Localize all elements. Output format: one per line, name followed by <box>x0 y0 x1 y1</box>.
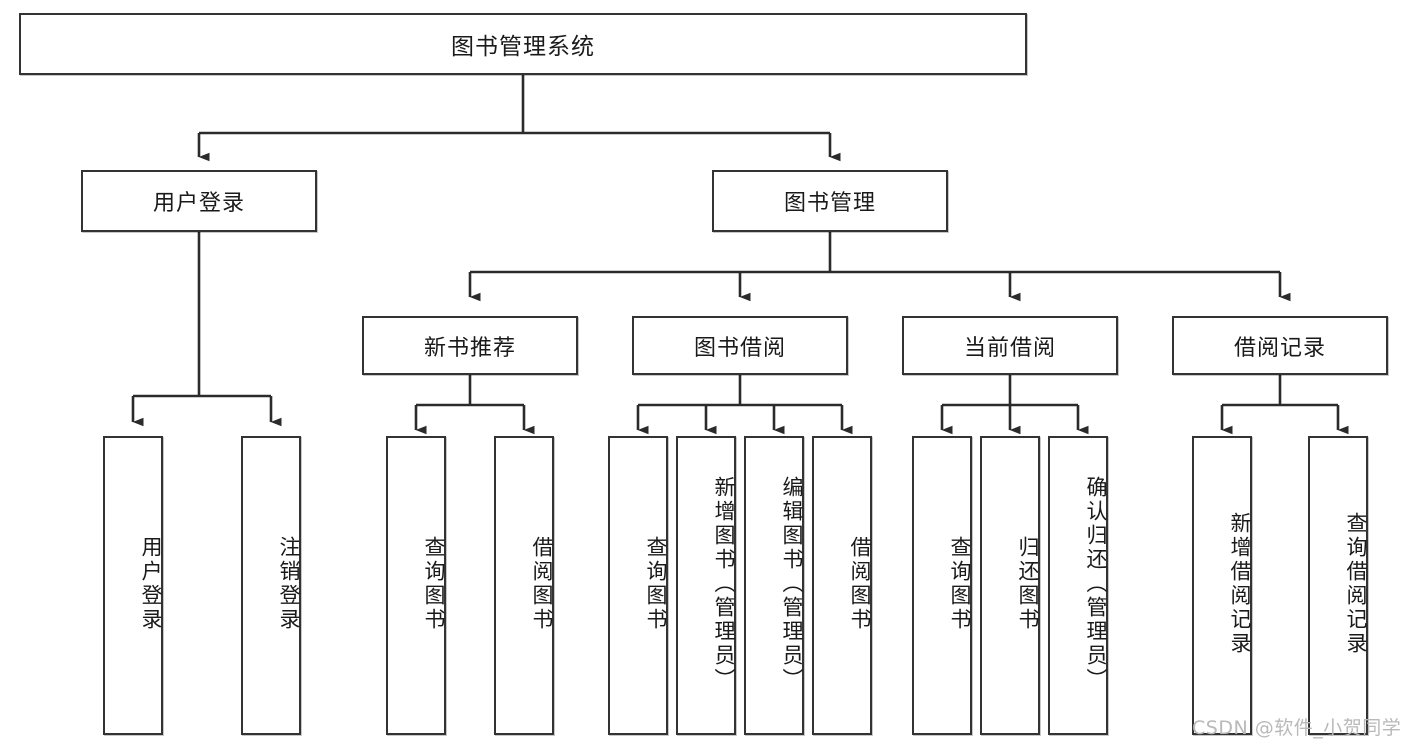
leaf-user-login[interactable]: 用户登录 <box>103 436 163 735</box>
node-label: 借阅图书 <box>848 535 872 632</box>
node-book-borrow[interactable]: 图书借阅 <box>632 316 848 375</box>
node-label: 注销登录 <box>277 535 301 632</box>
node-root-system[interactable]: 图书管理系统 <box>19 13 1027 75</box>
node-current-borrow[interactable]: 当前借阅 <box>902 316 1118 375</box>
node-label: 查询借阅记录 <box>1344 511 1368 656</box>
leaf-logout-login[interactable]: 注销登录 <box>241 436 301 735</box>
node-label: 编辑图书（管理员） <box>780 475 804 692</box>
node-label: 用户登录 <box>139 535 163 632</box>
leaf-add-borrow-record[interactable]: 新增借阅记录 <box>1192 436 1252 735</box>
node-label: 用户登录 <box>152 191 245 216</box>
leaf-borrow-book-rec[interactable]: 借阅图书 <box>494 436 554 735</box>
leaf-query-borrow-record[interactable]: 查询借阅记录 <box>1308 436 1368 735</box>
node-label: 图书管理 <box>783 191 876 216</box>
node-label: 新增借阅记录 <box>1228 511 1252 656</box>
node-label: 当前借阅 <box>963 335 1056 361</box>
node-label: 图书管理系统 <box>451 34 595 60</box>
csdn-watermark: CSDN @软件_小贺同学 <box>1192 717 1402 739</box>
leaf-return-book[interactable]: 归还图书 <box>980 436 1040 735</box>
node-label: 归还图书 <box>1016 535 1040 632</box>
leaf-query-book-current[interactable]: 查询图书 <box>912 436 972 735</box>
node-label: 查询图书 <box>948 535 972 632</box>
node-label: 图书借阅 <box>693 335 786 361</box>
leaf-edit-book-admin[interactable]: 编辑图书（管理员） <box>744 436 804 735</box>
node-label: 新书推荐 <box>423 335 516 361</box>
leaf-confirm-return-admin[interactable]: 确认归还（管理员） <box>1048 436 1108 735</box>
node-label: 借阅图书 <box>530 535 554 632</box>
leaf-add-book-admin[interactable]: 新增图书（管理员） <box>676 436 736 735</box>
node-borrow-record[interactable]: 借阅记录 <box>1172 316 1388 375</box>
node-label: 查询图书 <box>644 535 668 632</box>
node-label: 借阅记录 <box>1233 335 1326 361</box>
leaf-query-book-rec[interactable]: 查询图书 <box>386 436 446 735</box>
node-label: 确认归还（管理员） <box>1084 475 1108 692</box>
node-label: 新增图书（管理员） <box>712 475 736 692</box>
node-label: 查询图书 <box>422 535 446 632</box>
node-user-login[interactable]: 用户登录 <box>81 170 317 232</box>
leaf-query-book-borrow[interactable]: 查询图书 <box>608 436 668 735</box>
node-new-book-recommend[interactable]: 新书推荐 <box>362 316 578 375</box>
node-book-manage[interactable]: 图书管理 <box>712 170 948 232</box>
leaf-borrow-book[interactable]: 借阅图书 <box>812 436 872 735</box>
